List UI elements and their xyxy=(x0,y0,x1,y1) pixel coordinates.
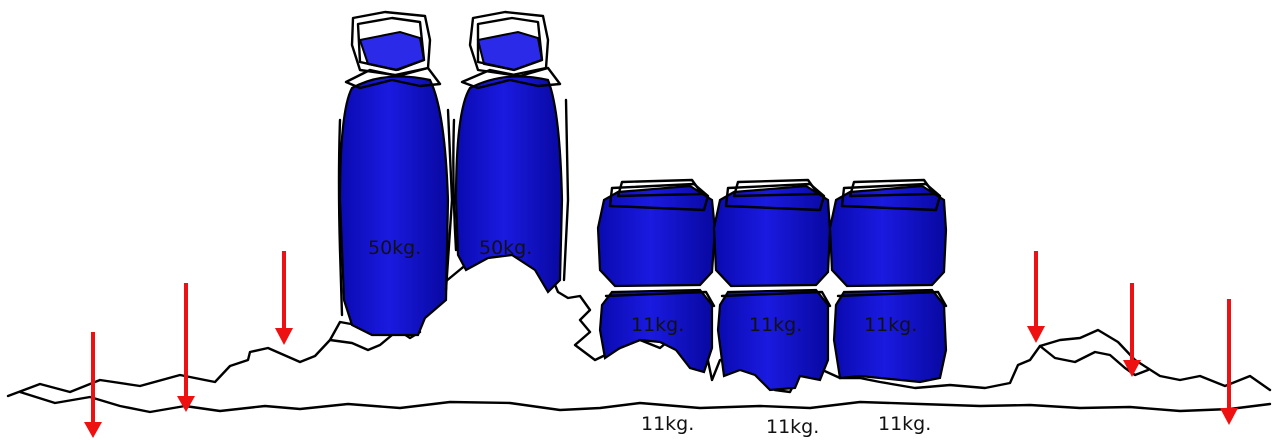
small-cylinder-2-label: 11kg. xyxy=(749,314,802,336)
down-arrow-icon xyxy=(177,283,195,412)
down-arrow-icon xyxy=(84,332,102,438)
down-arrow-icon xyxy=(1220,299,1238,425)
down-arrow-icon xyxy=(1123,283,1141,377)
down-arrow-icon xyxy=(1027,251,1045,343)
small-cylinder-3-label: 11kg. xyxy=(864,314,917,336)
ground-label-3: 11kg. xyxy=(878,413,931,435)
tall-cylinder-1-label: 50kg. xyxy=(368,237,421,259)
small-cylinder-top-1 xyxy=(596,178,717,288)
small-cylinder-bottom-1 xyxy=(598,288,716,374)
small-cylinder-bottom-2 xyxy=(716,288,832,392)
ground-label-2: 11kg. xyxy=(766,416,819,438)
small-cylinder-1-label: 11kg. xyxy=(631,314,684,336)
tall-cylinder-2 xyxy=(452,10,570,294)
tall-cylinder-1 xyxy=(337,10,454,337)
small-cylinder-top-2 xyxy=(712,178,832,288)
tall-cylinder-2-label: 50kg. xyxy=(479,237,532,259)
ground-label-1: 11kg. xyxy=(641,413,694,435)
small-cylinder-top-3 xyxy=(828,178,948,288)
small-cylinder-bottom-3 xyxy=(832,288,948,384)
down-arrow-icon xyxy=(275,251,293,345)
